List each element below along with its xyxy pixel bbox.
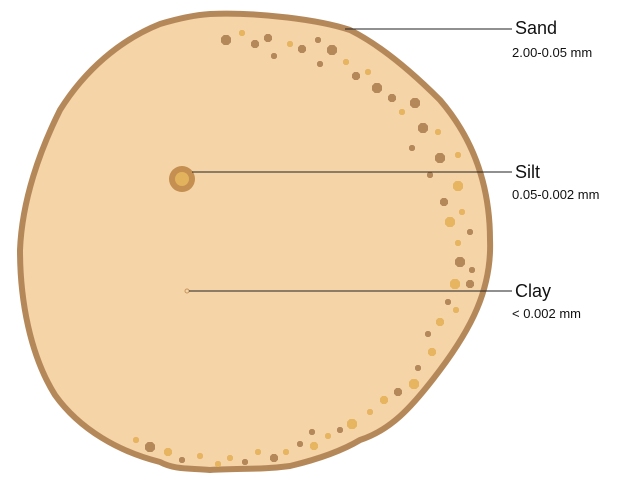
sand-grain (310, 442, 318, 450)
sand-grain (145, 442, 155, 452)
sand-grain (283, 449, 289, 455)
sand-grain (455, 240, 461, 246)
sand-grain (325, 433, 331, 439)
sand-grain (445, 299, 451, 305)
sand-particle-body (17, 10, 494, 473)
sand-grain (352, 72, 360, 80)
sand-size-label: 2.00-0.05 mm (512, 45, 592, 60)
sand-grain (297, 441, 303, 447)
sand-grain (287, 41, 293, 47)
sand-grain (409, 379, 419, 389)
sand-grain (372, 83, 382, 93)
sand-grain (343, 59, 349, 65)
sand-grain (365, 69, 371, 75)
sand-grain (459, 209, 465, 215)
sand-grain (388, 94, 396, 102)
sand-grain (409, 145, 415, 151)
sand-grain (309, 429, 315, 435)
sand-grain (455, 257, 465, 267)
sand-grain (179, 457, 185, 463)
sand-grain (467, 229, 473, 235)
sand-grain (450, 279, 460, 289)
sand-grain (270, 454, 278, 462)
sand-grain (453, 307, 459, 313)
sand-grain (399, 109, 405, 115)
sand-grain (440, 198, 448, 206)
silt-particle-core (175, 172, 189, 186)
silt-size-label: 0.05-0.002 mm (512, 187, 599, 202)
clay-size-label: < 0.002 mm (512, 306, 581, 321)
silt-label: Silt (515, 162, 540, 182)
sand-grain (298, 45, 306, 53)
sand-grain (251, 40, 259, 48)
clay-label: Clay (515, 281, 551, 301)
sand-grain (242, 459, 248, 465)
sand-grain (418, 123, 428, 133)
sand-grain (427, 172, 433, 178)
sand-grain (428, 348, 436, 356)
sand-grain (227, 455, 233, 461)
sand-grain (415, 365, 421, 371)
sand-grain (264, 34, 272, 42)
sand-grain (445, 217, 455, 227)
sand-grain (255, 449, 261, 455)
sand-grain (455, 152, 461, 158)
sand-grain (133, 437, 139, 443)
sand-grain (337, 427, 343, 433)
sand-grain (347, 419, 357, 429)
sand-grains (133, 30, 475, 467)
sand-grain (394, 388, 402, 396)
sand-grain (453, 181, 463, 191)
sand-grain (425, 331, 431, 337)
sand-grain (317, 61, 323, 67)
sand-grain (197, 453, 203, 459)
sand-grain (380, 396, 388, 404)
sand-grain (435, 129, 441, 135)
sand-grain (215, 461, 221, 467)
sand-grain (435, 153, 445, 163)
sand-grain (367, 409, 373, 415)
sand-grain (466, 280, 474, 288)
sand-grain (164, 448, 172, 456)
sand-grain (327, 45, 337, 55)
sand-label: Sand (515, 18, 557, 38)
sand-grain (239, 30, 245, 36)
sand-grain (271, 53, 277, 59)
sand-grain (436, 318, 444, 326)
sand-grain (410, 98, 420, 108)
sand-grain (469, 267, 475, 273)
sand-grain (221, 35, 231, 45)
sand-grain (315, 37, 321, 43)
